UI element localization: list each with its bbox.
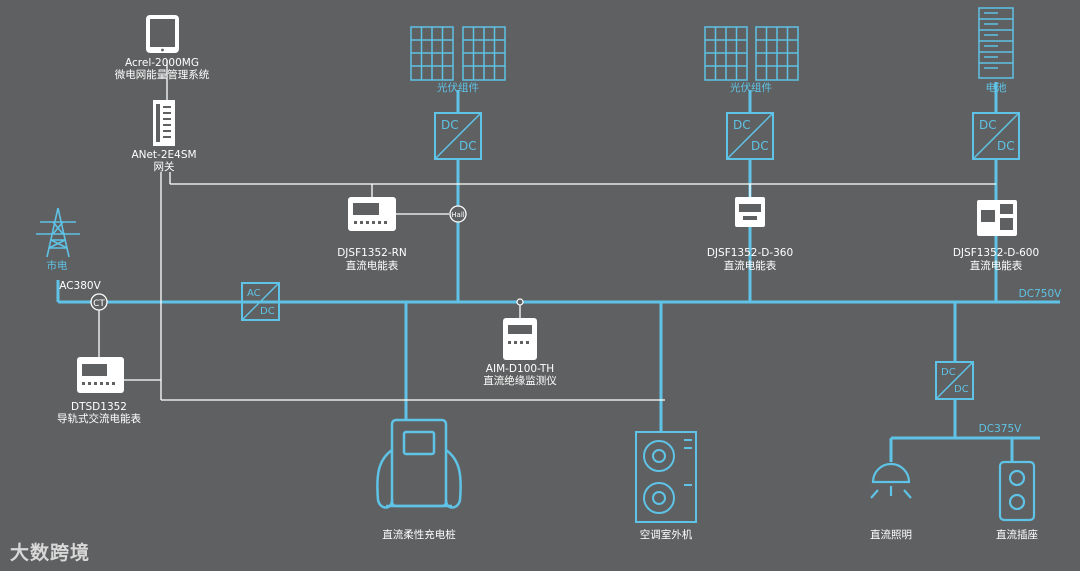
charger-label: 直流柔性充电桩 xyxy=(382,529,456,541)
dc750v-label: DC750V xyxy=(1018,288,1062,300)
pv1-label: 光伏组件 xyxy=(437,82,479,94)
meter-600-icon xyxy=(977,200,1017,236)
gateway-name-label: 网关 xyxy=(153,161,175,173)
conv-text: DC xyxy=(997,139,1015,153)
meter-rn-icon xyxy=(348,197,396,231)
meter-rn-name: 直流电能表 xyxy=(345,260,399,272)
dtsd-name: 导轨式交流电能表 xyxy=(57,413,141,425)
ct-label: CT xyxy=(93,299,105,309)
ev-charger-icon xyxy=(376,418,462,509)
meter-360-icon xyxy=(735,197,765,227)
meter-rn-model: DJSF1352-RN xyxy=(337,247,407,259)
battery-rack-icon xyxy=(978,7,1014,79)
watermark: 大数跨境 xyxy=(10,542,91,564)
lighting-label: 直流照明 xyxy=(870,529,912,541)
battery-label: 电池 xyxy=(985,82,1007,94)
dcdc-converter-battery xyxy=(972,112,1020,160)
ac-outdoor-label: 空调室外机 xyxy=(639,529,693,541)
dc375v-label: DC375V xyxy=(978,423,1022,435)
ac-outdoor-unit-icon xyxy=(635,431,697,523)
solar-panel-icon xyxy=(410,26,506,81)
solar-panel-icon xyxy=(704,26,799,81)
ct-sensor-icon: CT xyxy=(90,293,108,311)
meter-600-name: 直流电能表 xyxy=(969,260,1023,272)
meter-360-name: 直流电能表 xyxy=(723,260,777,272)
power-tower-icon xyxy=(36,207,80,258)
dtsd-meter-icon xyxy=(77,357,124,393)
hall-label: Hall xyxy=(451,211,464,219)
conv-text: AC xyxy=(247,288,261,299)
dcdc-converter-pv1 xyxy=(434,112,482,160)
conv-text: DC xyxy=(459,139,477,153)
ceiling-light-icon xyxy=(870,462,912,499)
conv-text: DC xyxy=(260,306,275,317)
ems-name-label: 微电网能量管理系统 xyxy=(114,69,210,81)
hall-sensor-icon: Hall xyxy=(449,205,467,223)
acdc-converter xyxy=(241,282,280,321)
dtsd-model: DTSD1352 xyxy=(71,401,127,413)
aim-name: 直流绝缘监测仪 xyxy=(483,375,557,387)
conv-text: DC xyxy=(751,139,769,153)
power-socket-icon xyxy=(998,460,1036,522)
conv-text: DC xyxy=(979,118,997,132)
meter-360-model: DJSF1352-D-360 xyxy=(706,247,794,259)
conv-text: DC xyxy=(954,384,969,395)
conv-text: DC xyxy=(733,118,751,132)
ems-model-label: Acrel-2000MG xyxy=(125,57,199,69)
grid-label: 市电 xyxy=(46,260,68,272)
ac380v-label: AC380V xyxy=(59,280,101,292)
conv-text: DC xyxy=(941,367,956,378)
socket-label: 直流插座 xyxy=(996,529,1038,541)
tablet-icon xyxy=(146,15,179,53)
aim-model: AIM-D100-TH xyxy=(485,363,555,375)
gateway-model-label: ANet-2E4SM xyxy=(131,149,197,161)
gateway-icon xyxy=(153,100,175,146)
pv2-label: 光伏组件 xyxy=(730,82,772,94)
conv-text: DC xyxy=(441,118,459,132)
meter-600-model: DJSF1352-D-600 xyxy=(952,247,1040,259)
insulation-monitor-icon xyxy=(503,298,537,360)
dcdc-converter-375 xyxy=(935,361,974,400)
dcdc-converter-pv2 xyxy=(726,112,774,160)
